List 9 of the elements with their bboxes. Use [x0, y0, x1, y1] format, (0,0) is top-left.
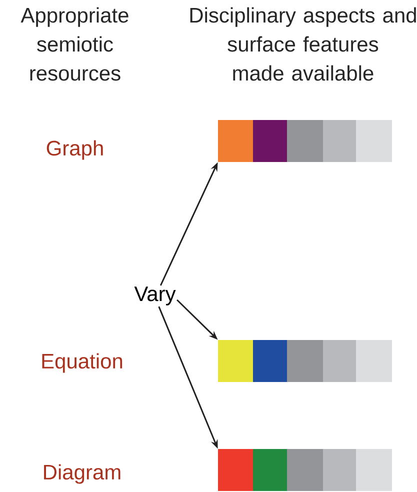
- color-bar: [218, 120, 392, 162]
- color-bar: [218, 340, 392, 382]
- resource-label: Diagram: [44, 464, 120, 484]
- column-heading: Disciplinary aspects and surface features made available: [190, 7, 416, 81]
- color-bar: [218, 449, 392, 491]
- resource-label: Equation: [42, 353, 122, 373]
- resource-label: Graph: [46, 140, 103, 160]
- column-heading: Appropriate semiotic resources: [20, 7, 128, 81]
- vary-label: Vary: [134, 286, 176, 306]
